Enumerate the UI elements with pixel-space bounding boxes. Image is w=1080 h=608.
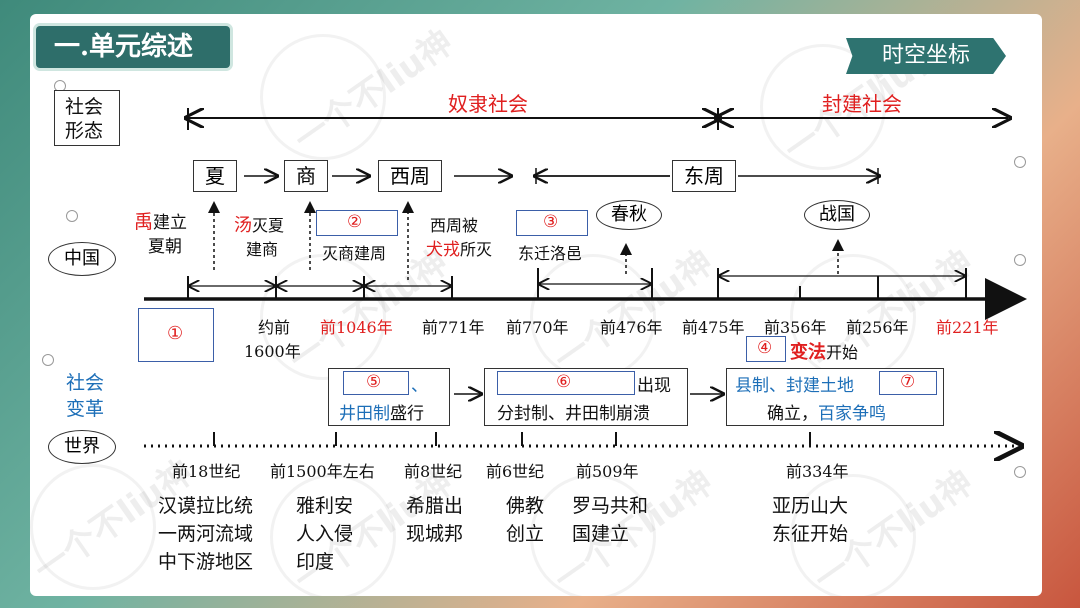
blank-2-label: ② [347, 212, 363, 232]
event-yu-name: 禹 [134, 211, 154, 233]
event-yu-text2: 夏朝 [148, 237, 182, 257]
box1-jingtian: 井田制 [339, 404, 390, 424]
social-change-box-3: 县制、封建土地 ⑦ 确立，百家争鸣 [726, 368, 944, 426]
reform-label: 变法 [790, 342, 826, 363]
period-zhanguo: 战国 [804, 200, 870, 230]
slave-society-label: 奴隶社会 [448, 92, 528, 116]
event-tang: 汤灭夏 建商 [234, 214, 284, 262]
event-yu: 禹建立 夏朝 [134, 210, 187, 259]
event-quanrong: 犬戎 [426, 240, 460, 260]
blank-7-label: ⑦ [900, 372, 916, 392]
box1-line2: 井田制盛行 [339, 399, 424, 424]
reform-text: 变法开始 [790, 338, 858, 364]
date-476: 前476年 [600, 318, 663, 337]
reform-rest: 开始 [826, 343, 859, 362]
world-date-2: 前1500年左右 [270, 462, 375, 481]
box2-rest1: 出现 [637, 376, 671, 396]
china-label: 中国 [48, 242, 116, 276]
blank-6-label: ⑥ [556, 372, 572, 392]
box3-queli: 确立， [767, 404, 818, 424]
blank-3-label: ③ [543, 212, 559, 232]
social-change-label: 社会 变革 [66, 372, 105, 420]
date-771: 前771年 [422, 318, 485, 337]
blank-1-label: ① [167, 323, 184, 344]
box3-blue: 县制、封建土地 [735, 376, 854, 396]
blank-6-box[interactable]: ⑥ [497, 371, 635, 395]
world-event-3: 希腊出 现城邦 [406, 495, 464, 545]
deco-circle-icon [42, 354, 54, 366]
society-form-label: 社会 形态 [65, 96, 104, 142]
feudal-society-label: 封建社会 [822, 92, 902, 116]
world-event-1: 汉谟拉比统 一两河流域 中下游地区 [158, 495, 254, 573]
corner-tag: 时空坐标 [846, 38, 1006, 74]
dynasty-xia: 夏 [193, 160, 237, 192]
box1-rest: 盛行 [390, 404, 424, 424]
society-form-label-box: 社会 形态 [54, 90, 120, 146]
box3-line2: 确立，百家争鸣 [767, 399, 886, 424]
date-1600-b: 1600年 [244, 342, 301, 361]
event-xizhou-text1: 西周被 [430, 216, 479, 235]
blank-4-label: ④ [757, 338, 773, 358]
event-tang-name: 汤 [234, 215, 252, 236]
event-blank2-text: 灭商建周 [322, 244, 387, 263]
world-date-3: 前8世纪 [404, 462, 463, 481]
deco-circle-icon [66, 210, 78, 222]
deco-circle-icon [1014, 156, 1026, 168]
date-1046: 前1046年 [320, 318, 393, 337]
event-yu-text1: 建立 [153, 213, 188, 233]
event-blank3-text: 东迁洛邑 [518, 244, 583, 263]
event-xizhou-text2: 所灭 [460, 240, 493, 259]
event-xizhou-end: 西周被 犬戎所灭 [426, 214, 492, 262]
world-event-5: 罗马共和 国建立 [572, 495, 649, 545]
box3-baijia: 百家争鸣 [818, 404, 886, 424]
date-356: 前356年 [764, 318, 827, 337]
dynasty-xizhou: 西周 [378, 160, 442, 192]
blank-2-box[interactable]: ② [316, 210, 398, 236]
blank-7-box[interactable]: ⑦ [879, 371, 937, 395]
world-event-4: 佛教 创立 [506, 495, 545, 545]
date-770: 前770年 [506, 318, 569, 337]
dynasty-dongzhou: 东周 [672, 160, 736, 192]
blank-4-box[interactable]: ④ [746, 336, 786, 362]
box1-dot: 、 [411, 376, 428, 396]
world-date-5: 前509年 [576, 462, 639, 481]
blank-5-box[interactable]: ⑤ [343, 371, 409, 395]
world-label: 世界 [48, 430, 116, 464]
social-change-box-1: ⑤ 、 井田制盛行 [328, 368, 450, 426]
section-title: 一.单元综述 [36, 26, 230, 68]
date-221: 前221年 [936, 318, 999, 337]
event-tang-text2: 建商 [246, 240, 279, 259]
blank-3-box[interactable]: ③ [516, 210, 588, 236]
world-event-6: 亚历山大 东征开始 [772, 495, 849, 545]
box2-line2: 分封制、井田制崩溃 [497, 404, 650, 424]
date-256: 前256年 [846, 318, 909, 337]
event-tang-text1: 灭夏 [252, 216, 285, 235]
world-date-6: 前334年 [786, 462, 849, 481]
period-chunqiu: 春秋 [596, 200, 662, 230]
timeline-lines [144, 108, 1027, 596]
date-1600-a: 约前 [258, 318, 291, 337]
deco-circle-icon [1014, 254, 1026, 266]
social-change-box-2: ⑥ 出现 分封制、井田制崩溃 [484, 368, 688, 426]
deco-circle-icon [1014, 466, 1026, 478]
blank-1-box[interactable]: ① [138, 308, 214, 362]
slide-card: 一个不liu神 一个不liu神 一个不liu神 一个不liu神 一个不liu神 … [30, 14, 1042, 596]
world-date-1: 前18世纪 [172, 462, 241, 481]
world-event-2: 雅利安 人入侵 印度 [296, 495, 354, 573]
world-date-4: 前6世纪 [486, 462, 545, 481]
dynasty-shang: 商 [284, 160, 328, 192]
date-475: 前475年 [682, 318, 745, 337]
blank-5-label: ⑤ [366, 372, 382, 392]
